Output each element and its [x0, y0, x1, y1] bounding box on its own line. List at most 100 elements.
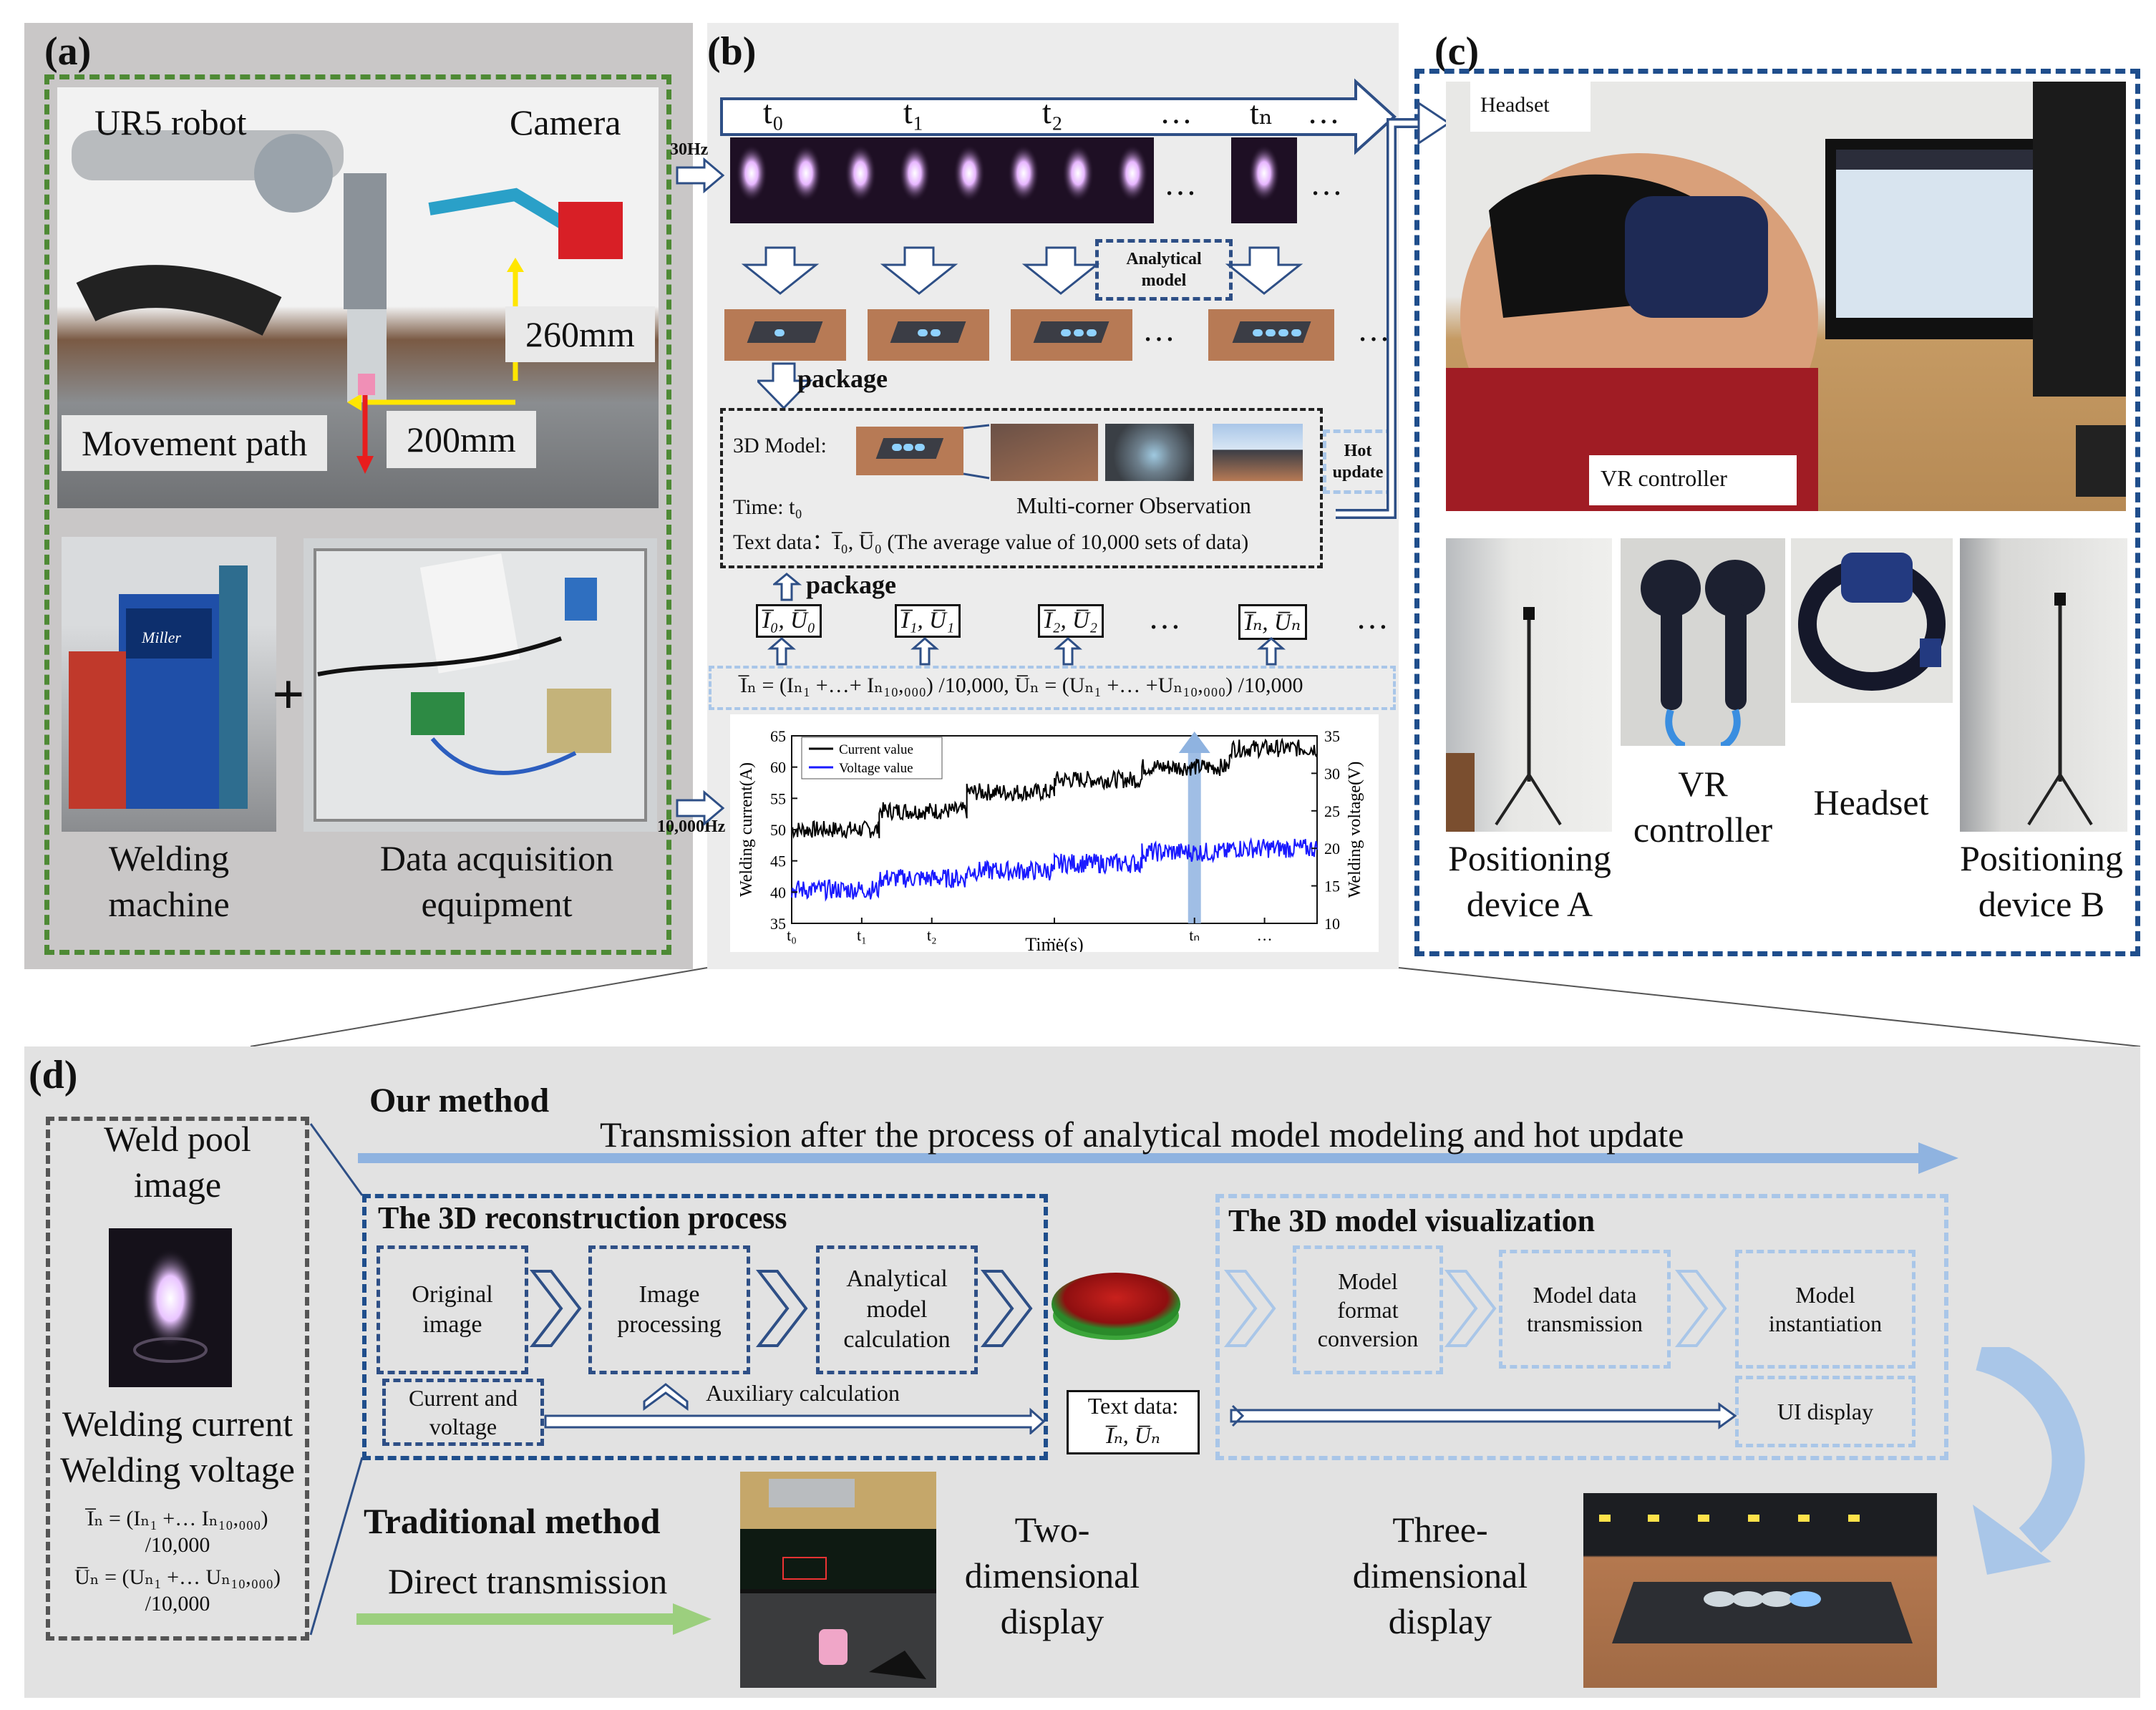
reconstructed-weld-pool-model — [1052, 1273, 1180, 1340]
y-tick-label-0: 35 — [770, 915, 786, 933]
x-tick-label-3: … — [1047, 926, 1062, 944]
time-t2: t₂ — [1042, 94, 1063, 130]
mfc-line1: Model — [1338, 1268, 1398, 1294]
y-tick-label-5: 60 — [770, 759, 786, 777]
movement-path-label: Movement path — [62, 415, 328, 471]
average-box-1: I̅₁, U̅₁ — [895, 604, 961, 638]
analytical-calc-line1: Analytical — [846, 1266, 948, 1293]
hot-update-line1: Hot — [1344, 442, 1372, 460]
current-average-formula-1: I̅ₙ = (Iₙ₁ +… Iₙ₁₀,₀₀₀) — [87, 1507, 268, 1530]
voltage-average-formula-1: U̅ₙ = (Uₙ₁ +… Uₙ₁₀,₀₀₀) — [74, 1565, 281, 1589]
tn-highlight-arrowhead — [1178, 732, 1210, 753]
current-voltage-line1: Current and — [409, 1385, 518, 1411]
panel-b-label: (b) — [707, 29, 757, 74]
headset-label: Headset — [1813, 782, 1929, 822]
time-t0-label: Time: t₀ — [733, 495, 802, 519]
text-data-label-d2: I̅ₙ, U̅ₙ — [1106, 1422, 1160, 1448]
vr-controller-label-2: controller — [1633, 810, 1773, 850]
mi-line2: instantiation — [1768, 1311, 1883, 1336]
mi-line1: Model — [1795, 1282, 1855, 1308]
headset-illustration — [1798, 553, 1946, 691]
y2-tick-label-3: 25 — [1324, 802, 1340, 820]
mdt-line2: transmission — [1527, 1311, 1643, 1336]
legend-label-0: Current value — [839, 742, 913, 757]
current-voltage-box: Current and voltage — [382, 1379, 544, 1446]
two-dimensional-display-screenshot — [740, 1472, 936, 1688]
model-format-conversion-box: Model format conversion — [1293, 1245, 1443, 1374]
input-connector-lines — [309, 1123, 364, 1636]
curved-return-arrow — [1973, 1347, 2085, 1575]
robot-arm-illustration — [72, 130, 623, 474]
positioning-device-b-photo — [1960, 538, 2127, 832]
original-image-box: Original image — [377, 1245, 528, 1374]
y-tick-label-4: 55 — [770, 790, 786, 807]
two-dimensional-label-3: display — [1000, 1601, 1104, 1641]
time-dots-2: … — [1307, 94, 1340, 130]
3d-model-package-box — [720, 408, 1323, 568]
model-data-transmission-box: Model data transmission — [1499, 1250, 1671, 1369]
dimension-200mm: 200mm — [387, 411, 536, 468]
positioning-device-a-label-1: Positioning — [1448, 838, 1611, 878]
vr-controller-label-1: VR — [1678, 764, 1728, 804]
our-method-title: Our method — [369, 1082, 550, 1119]
welding-current-label: Welding current — [62, 1404, 293, 1444]
time-axis-arrow — [720, 78, 1397, 155]
package-label-1: package — [797, 364, 888, 393]
positioning-device-b-label-1: Positioning — [1960, 838, 2123, 878]
y-tick-label-1: 40 — [770, 883, 786, 901]
mfc-line2: format — [1337, 1297, 1399, 1323]
reconstruction-title: The 3D reconstruction process — [378, 1200, 787, 1235]
traditional-method-title: Traditional method — [364, 1501, 661, 1541]
visualization-title: The 3D model visualization — [1228, 1203, 1596, 1238]
daq-label-1: Data acquisition — [379, 838, 614, 878]
3d-display-illustration — [1599, 1515, 1913, 1643]
x-tick-label-2: t₂ — [927, 926, 937, 944]
voltage-average-formula-2: /10,000 — [145, 1592, 210, 1616]
vr-controller-callout — [1589, 455, 1797, 505]
panel-c-frame — [1414, 69, 2140, 956]
up-arrows-row — [767, 637, 1286, 666]
welding-machine-label-1: Welding — [108, 838, 230, 878]
weld-pool-image — [109, 1228, 232, 1387]
2d-display-illustration — [740, 1472, 936, 1688]
formula-box — [709, 666, 1396, 710]
series-1-line — [791, 837, 1318, 902]
camera-label: Camera — [510, 102, 621, 142]
x-tick-label-1: t₁ — [857, 926, 867, 944]
y2-tick-label-5: 35 — [1324, 727, 1340, 745]
positioning-device-a-label-2: device A — [1466, 884, 1593, 924]
weld-pool-glow — [133, 1248, 208, 1363]
tn-highlight-bar — [1188, 750, 1201, 923]
image-processing-line1: Image — [638, 1281, 700, 1308]
3d-model-view-main — [856, 427, 963, 475]
weld-frame-tn — [1231, 137, 1297, 223]
time-t0: t₀ — [763, 94, 784, 130]
tripod-b — [2027, 593, 2093, 826]
vr-controller-photo — [1621, 538, 1785, 746]
current-average-formula-2: /10,000 — [145, 1533, 210, 1557]
auxiliary-arrow — [544, 1383, 1045, 1434]
model-tile-dots-2: … — [1357, 311, 1390, 348]
our-method-arrow — [358, 1142, 1958, 1174]
model-tile-2 — [1011, 309, 1132, 361]
visualization-box — [1215, 1194, 1948, 1460]
daq-equipment-photo — [304, 538, 657, 832]
ui-display-label: UI display — [1777, 1399, 1874, 1424]
daq-illustration — [314, 548, 647, 822]
dimension-260mm: 260mm — [505, 306, 655, 362]
three-dimensional-label-1: Three- — [1392, 1510, 1488, 1550]
plus-sign: + — [272, 664, 305, 727]
panel-a-frame — [44, 74, 671, 955]
y-tick-label-2: 45 — [770, 852, 786, 870]
analytical-calc-line3: calculation — [843, 1326, 951, 1354]
positioning-device-b-label-2: device B — [1978, 884, 2105, 924]
average-box-2: I̅₂, U̅₂ — [1038, 604, 1104, 638]
zoom-lines-to-d — [250, 967, 2141, 1047]
x-tick-label-4: tₙ — [1189, 926, 1200, 944]
auxiliary-calculation-label: Auxiliary calculation — [706, 1380, 900, 1406]
hot-update-connector — [1336, 101, 1451, 519]
two-dimensional-label-1: Two- — [1014, 1510, 1090, 1550]
zoom-lines — [963, 424, 990, 480]
3d-model-view-3 — [1105, 424, 1194, 481]
text-data-label: Text data：I̅₀, U̅₀ (The average value of… — [733, 530, 1249, 554]
